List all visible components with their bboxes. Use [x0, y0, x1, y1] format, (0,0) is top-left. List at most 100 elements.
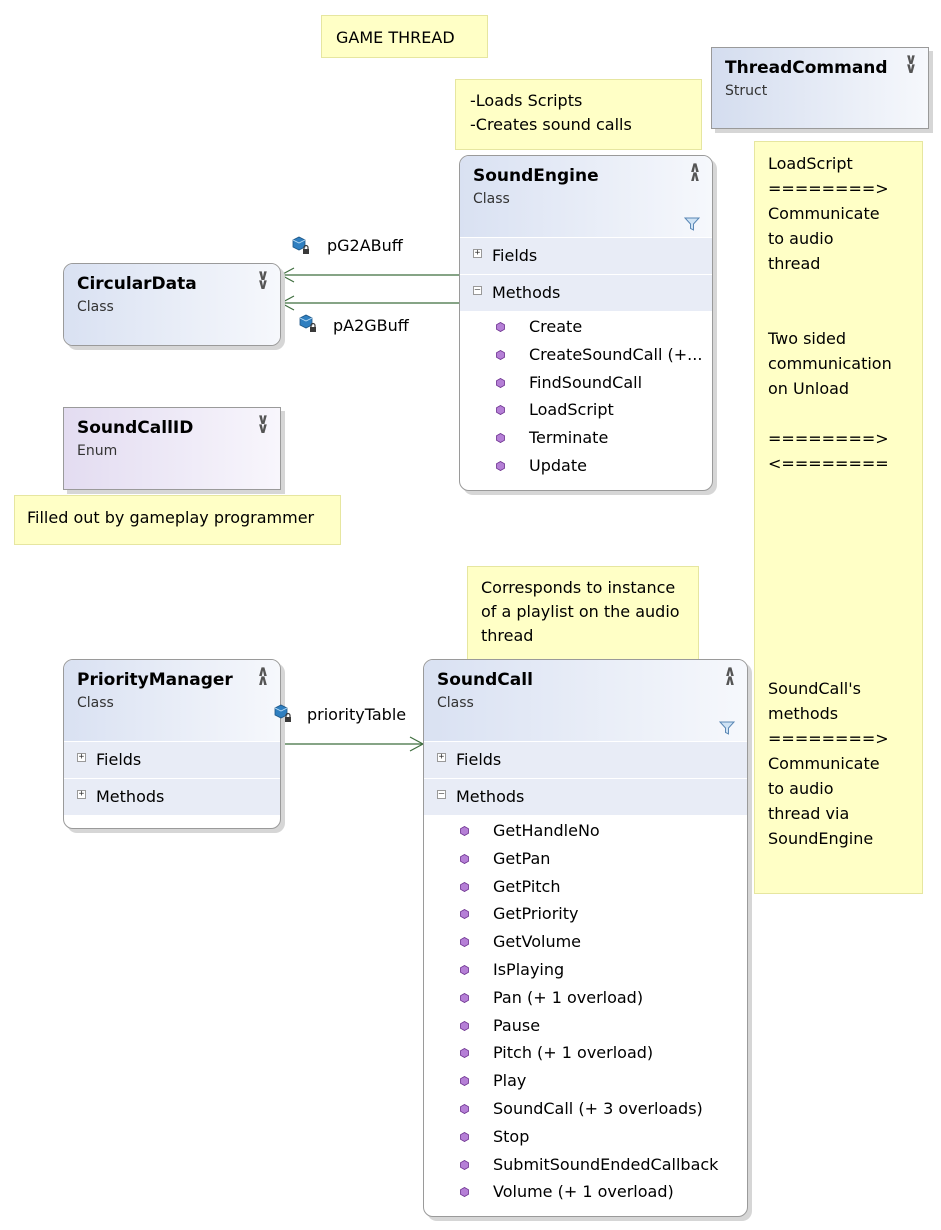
- collapse-chevron-icon[interactable]: ∧∧: [256, 662, 270, 689]
- method-item[interactable]: LoadScript: [460, 396, 712, 424]
- note-line: thread: [768, 254, 821, 273]
- shape-kind: Class: [473, 191, 510, 207]
- method-item[interactable]: Pitch (+ 1 overload): [424, 1039, 747, 1067]
- note-line: ========>: [768, 729, 889, 748]
- section-label: Fields: [456, 750, 502, 769]
- method-icon: [460, 937, 469, 948]
- association-label-a2g: pA2GBuff: [333, 316, 409, 335]
- note-line: [768, 301, 922, 326]
- note-line: [768, 476, 922, 501]
- method-icon: [496, 405, 505, 416]
- method-icon: [460, 1187, 469, 1198]
- method-item[interactable]: Pan (+ 1 overload): [424, 984, 747, 1012]
- note-line: <========: [768, 454, 889, 473]
- method-icon: [496, 461, 505, 471]
- method-name: CreateSoundCall (+...: [529, 344, 703, 364]
- method-name: SubmitSoundEndedCallback: [493, 1154, 719, 1174]
- method-item[interactable]: Terminate: [460, 424, 712, 452]
- method-item[interactable]: Create: [460, 313, 712, 341]
- collapse-minus-icon[interactable]: –: [473, 285, 482, 295]
- method-name: GetHandleNo: [493, 821, 600, 840]
- method-item[interactable]: GetPan: [424, 845, 747, 873]
- expand-chevron-icon[interactable]: ∨∨: [256, 410, 270, 437]
- method-icon: [460, 1076, 469, 1087]
- method-item[interactable]: SoundCall (+ 3 overloads): [424, 1095, 747, 1123]
- section-label: Fields: [492, 246, 538, 265]
- method-icon: [496, 377, 505, 388]
- method-icon: [460, 965, 469, 975]
- shape-title: ThreadCommand: [725, 58, 888, 78]
- method-item[interactable]: Update: [460, 452, 712, 480]
- note-line: thread via: [768, 804, 850, 823]
- expand-plus-icon[interactable]: +: [437, 752, 446, 762]
- class-shape-circulardata[interactable]: CircularData Class ∨∨: [63, 263, 281, 346]
- note-line: Two sided: [768, 329, 847, 348]
- filter-icon[interactable]: [684, 217, 700, 231]
- method-name: Volume (+ 1 overload): [493, 1182, 674, 1202]
- note-line: of a playlist on the audio: [481, 602, 680, 621]
- method-item[interactable]: SubmitSoundEndedCallback: [424, 1151, 747, 1179]
- method-icon: [460, 992, 469, 1003]
- expand-plus-icon[interactable]: +: [473, 248, 482, 258]
- note-line: communication: [768, 354, 892, 373]
- note-line: [768, 276, 922, 301]
- method-item[interactable]: CreateSoundCall (+...: [460, 341, 712, 369]
- expand-plus-icon[interactable]: +: [77, 789, 86, 799]
- methods-section-header[interactable]: + Methods: [64, 778, 280, 815]
- note-sound-call-id-text: Filled out by gameplay programmer: [27, 508, 315, 527]
- note-line: ========>: [768, 429, 889, 448]
- class-shape-threadcommand[interactable]: ThreadCommand Struct ∨∨: [711, 47, 929, 129]
- private-field-lock-icon: [299, 314, 316, 332]
- shape-header: ThreadCommand Struct ∨∨: [712, 48, 928, 128]
- method-list: Create CreateSoundCall (+... FindSoundCa…: [460, 311, 712, 480]
- note-line: Corresponds to instance: [481, 578, 676, 597]
- method-icon: [496, 349, 505, 360]
- method-item[interactable]: GetVolume: [424, 928, 747, 956]
- note-line: -Loads Scripts: [470, 91, 583, 110]
- methods-section-header[interactable]: – Methods: [460, 274, 712, 311]
- note-line: to audio: [768, 229, 834, 248]
- collapse-minus-icon[interactable]: –: [437, 789, 446, 799]
- expand-chevron-icon[interactable]: ∨∨: [256, 266, 270, 293]
- method-name: GetPitch: [493, 876, 561, 896]
- class-shape-soundcall[interactable]: SoundCall Class ∧∧ + Fields – Methods Ge…: [423, 659, 748, 1217]
- shape-kind: Class: [437, 695, 474, 711]
- collapse-chevron-icon[interactable]: ∧∧: [723, 662, 737, 689]
- method-item[interactable]: GetPriority: [424, 900, 747, 928]
- shape-title: PriorityManager: [77, 670, 233, 690]
- note-line: SoundEngine: [768, 829, 874, 848]
- collapse-chevron-icon[interactable]: ∧∧: [688, 158, 702, 185]
- method-item[interactable]: Play: [424, 1067, 747, 1095]
- note-line: on Unload: [768, 379, 850, 398]
- method-item[interactable]: IsPlaying: [424, 956, 747, 984]
- method-item[interactable]: GetPitch: [424, 873, 747, 901]
- association-label-g2a: pG2ABuff: [327, 236, 403, 255]
- note-line: methods: [768, 704, 839, 723]
- expand-plus-icon[interactable]: +: [77, 752, 86, 762]
- method-item[interactable]: GetHandleNo: [424, 817, 747, 845]
- method-item[interactable]: FindSoundCall: [460, 369, 712, 397]
- method-item[interactable]: Volume (+ 1 overload): [424, 1178, 747, 1206]
- filter-icon[interactable]: [719, 721, 735, 735]
- fields-section-header[interactable]: + Fields: [460, 237, 712, 274]
- note-line: [768, 601, 922, 626]
- method-item[interactable]: Stop: [424, 1123, 747, 1151]
- method-name: Pitch (+ 1 overload): [493, 1043, 654, 1063]
- method-name: GetPriority: [493, 904, 579, 924]
- method-icon: [460, 1104, 469, 1114]
- method-name: Stop: [493, 1126, 530, 1146]
- method-icon: [460, 853, 469, 864]
- note-line: LoadScript: [768, 154, 853, 173]
- association-a2g-arrowhead: [279, 295, 295, 311]
- fields-section-header[interactable]: + Fields: [64, 741, 280, 778]
- expand-chevron-icon[interactable]: ∨∨: [904, 50, 918, 77]
- note-line: [768, 576, 922, 601]
- methods-section-header[interactable]: – Methods: [424, 778, 747, 815]
- enum-shape-soundcallid[interactable]: SoundCallID Enum ∨∨: [63, 407, 281, 490]
- class-shape-prioritymanager[interactable]: PriorityManager Class ∧∧ + Fields + Meth…: [63, 659, 281, 829]
- method-item[interactable]: Pause: [424, 1012, 747, 1040]
- class-shape-soundengine[interactable]: SoundEngine Class ∧∧ + Fields – Methods …: [459, 155, 713, 491]
- note-line: [768, 651, 922, 676]
- fields-section-header[interactable]: + Fields: [424, 741, 747, 778]
- method-name: LoadScript: [529, 400, 614, 420]
